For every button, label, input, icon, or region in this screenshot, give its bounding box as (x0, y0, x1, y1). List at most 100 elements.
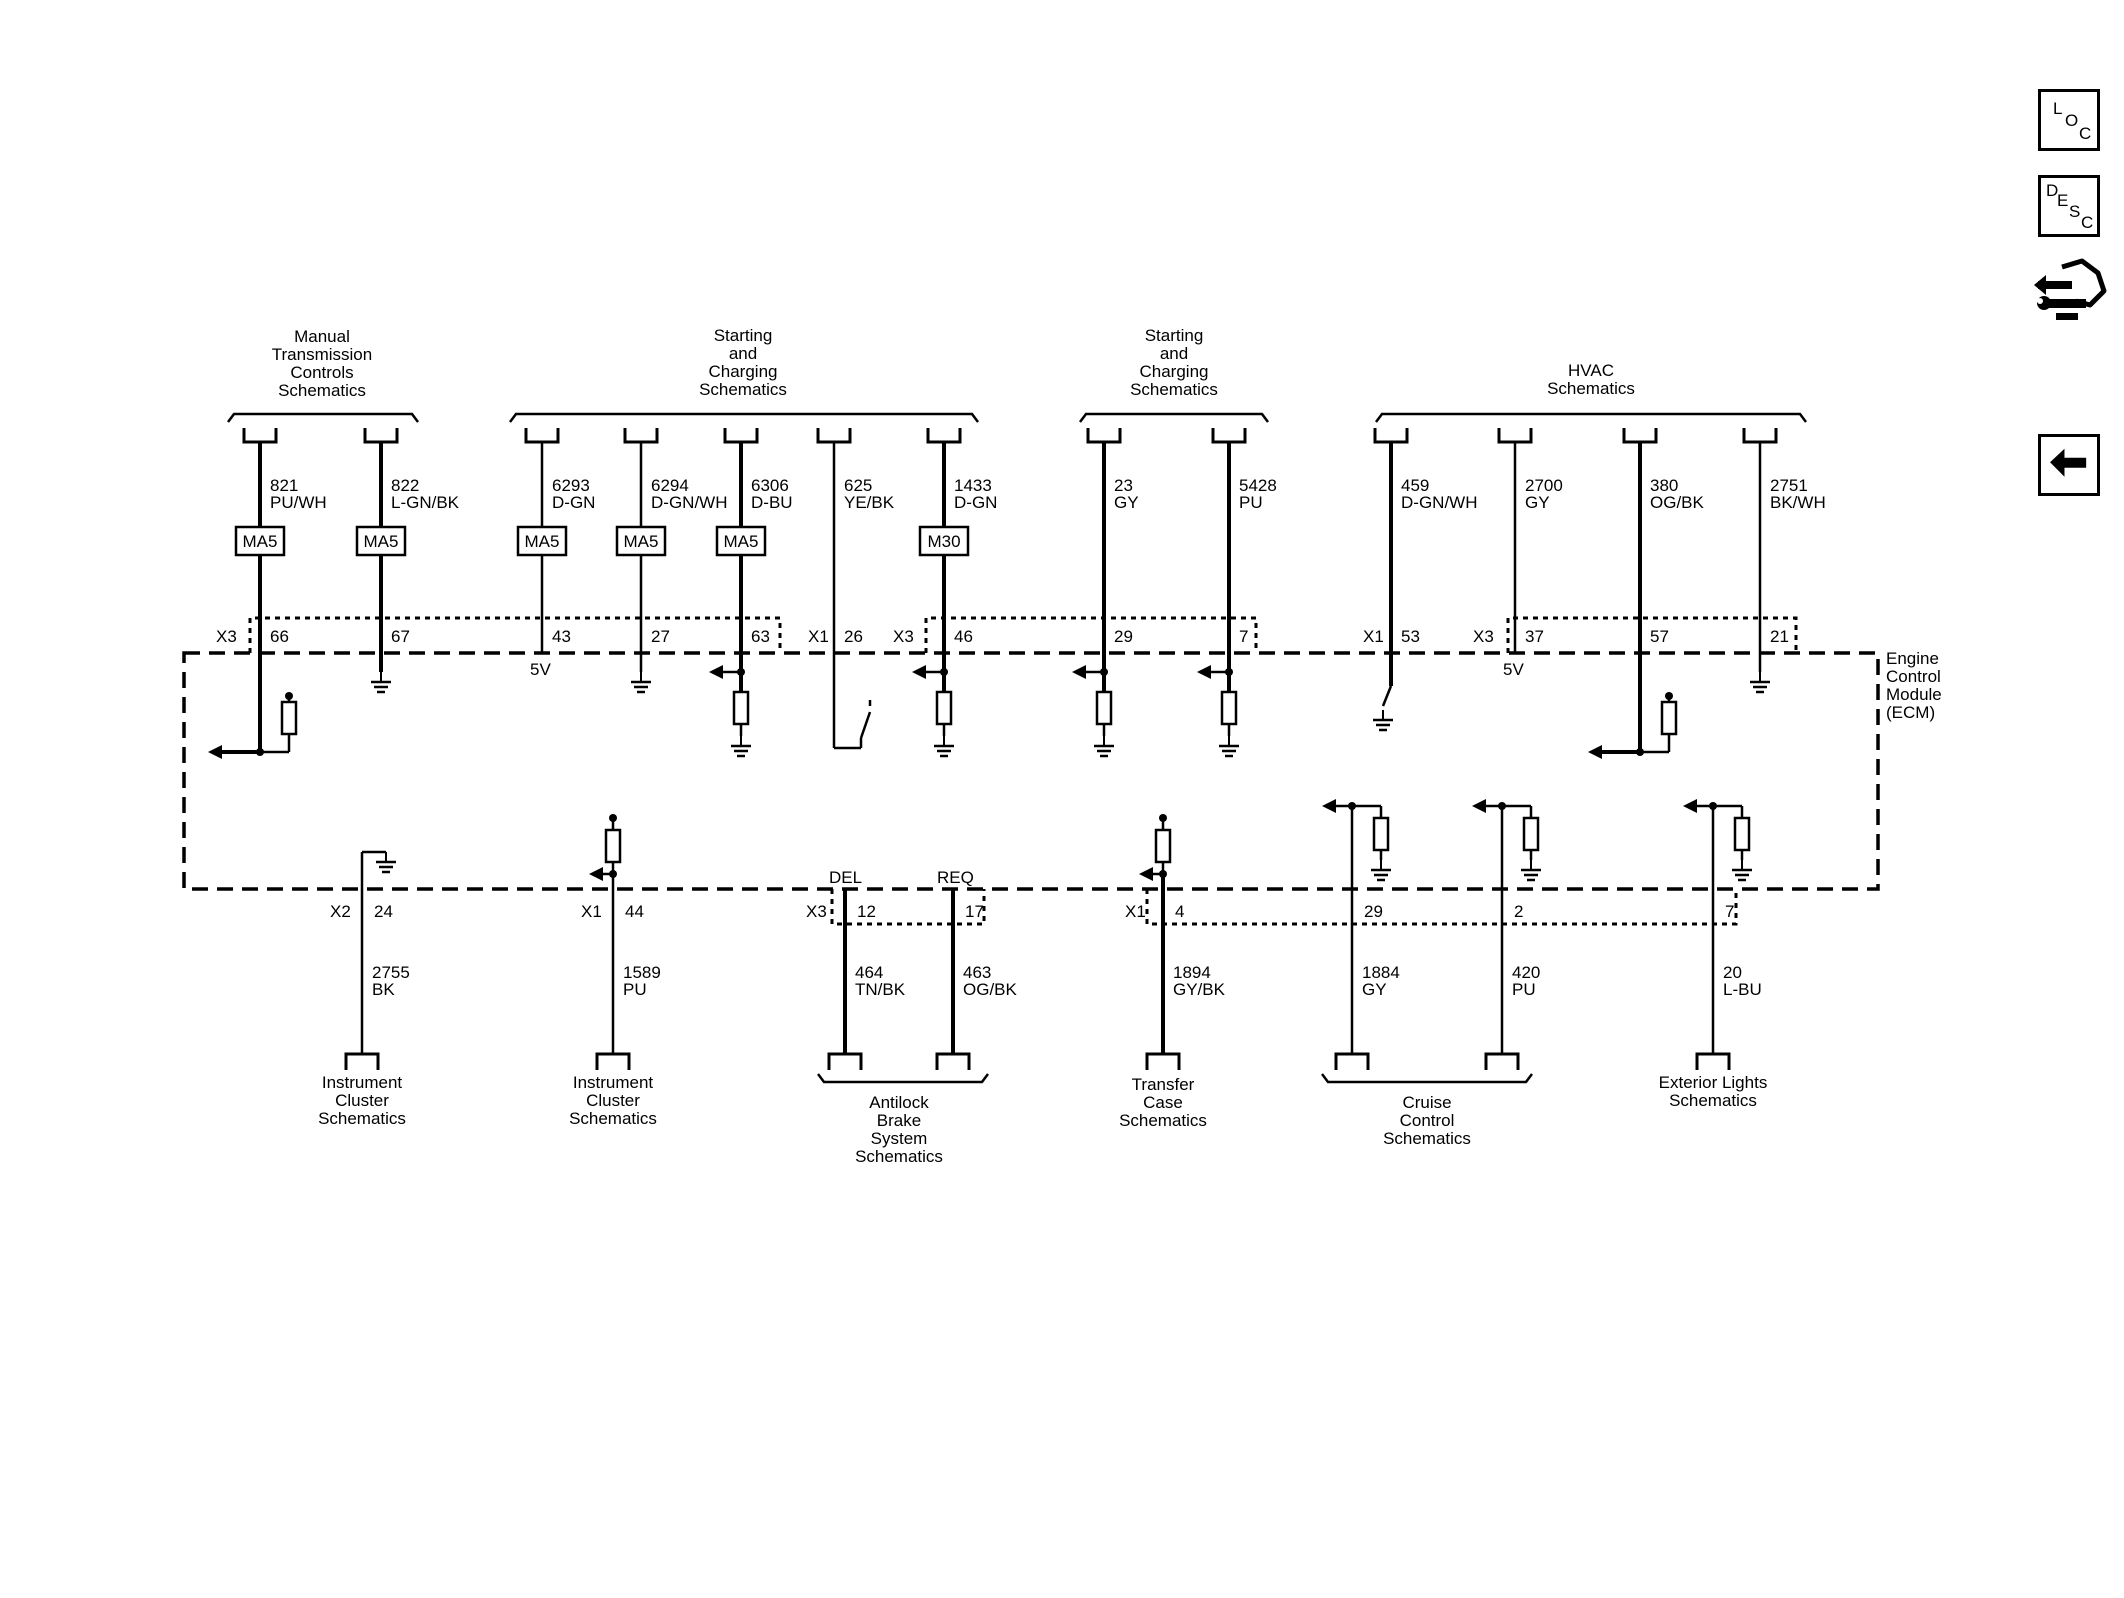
ecm-module-boundary (182, 651, 1880, 891)
signal-label: REQ (937, 868, 974, 887)
top-wire-color: D-GN/WH (1401, 493, 1477, 512)
internal-resistor (1095, 690, 1113, 726)
top-group-title-line: Charging (709, 362, 778, 381)
loc-letter-l: L (2053, 99, 2063, 118)
inline-connector-label: MA5 (624, 532, 659, 551)
bottom-group-brace-cruise (1321, 1073, 1533, 1084)
top-group-title-line: Charging (1140, 362, 1209, 381)
top-circuit-number: 2751 (1770, 476, 1808, 495)
bottom-group-title-line: Cluster (586, 1091, 640, 1110)
top-wire-color: D-GN/WH (651, 493, 727, 512)
top-circuit-number: 5428 (1239, 476, 1277, 495)
bottom-connector-id: X3 (806, 902, 827, 921)
connector-x1-shell-bottom (1145, 889, 1738, 926)
top-terminal (1622, 428, 1658, 444)
internal-resistor (935, 690, 953, 726)
internal-resistor (604, 828, 622, 864)
top-circuit-number: 6306 (751, 476, 789, 495)
top-circuit-number: 459 (1401, 476, 1429, 495)
bottom-group-title-line: Instrument (573, 1073, 654, 1092)
connector-x3-shell-bottom (830, 889, 986, 926)
bottom-circuit-number: 420 (1512, 963, 1540, 982)
bottom-group-title-line: Transfer (1132, 1075, 1195, 1094)
internal-arrow (1588, 745, 1602, 759)
bottom-terminal (344, 1052, 380, 1070)
internal-resistor (1660, 700, 1678, 736)
top-connector-id: X1 (1363, 627, 1384, 646)
bottom-terminal (827, 1052, 863, 1070)
bottom-connector-id: X2 (330, 902, 351, 921)
top-pin-number: 46 (954, 627, 973, 646)
bottom-wire-color: PU (1512, 980, 1536, 999)
top-circuit-number: 6294 (651, 476, 689, 495)
bottom-pin-number: 44 (625, 902, 644, 921)
top-group-title-line: Starting (714, 326, 773, 345)
top-terminal (1373, 428, 1409, 444)
bottom-wire-color: OG/BK (963, 980, 1018, 999)
inline-connector-label: M30 (927, 532, 960, 551)
inline-connector-label: MA5 (525, 532, 560, 551)
internal-arrow (1072, 665, 1086, 679)
supply-label: 5V (1503, 660, 1524, 679)
switch-contact (859, 711, 872, 739)
desc-letter-s: S (2069, 202, 2081, 221)
supply-dot (285, 692, 293, 700)
bottom-pin-number: 7 (1725, 902, 1734, 921)
internal-resistor (1733, 816, 1751, 852)
top-pin-number: 43 (552, 627, 571, 646)
connector-harness-icon (2034, 258, 2107, 320)
bottom-group-title-line: Brake (877, 1111, 921, 1130)
top-connector-id: X3 (1473, 627, 1494, 646)
top-wire-color: BK/WH (1770, 493, 1826, 512)
top-wire-color: PU (1239, 493, 1263, 512)
back-button[interactable] (2038, 434, 2100, 496)
description-view-button[interactable]: D E S C (2038, 175, 2100, 237)
bottom-terminal (1484, 1052, 1520, 1070)
bottom-group-title-line: Schematics (1669, 1091, 1757, 1110)
bottom-group-title-line: Schematics (1383, 1129, 1471, 1148)
arrow-left-icon (2050, 448, 2087, 477)
internal-resistor (1154, 828, 1172, 864)
internal-arrow (208, 745, 222, 759)
bottom-pin-number: 17 (965, 902, 984, 921)
bottom-group-title-line: Antilock (869, 1093, 929, 1112)
top-group-brace (1375, 412, 1807, 423)
top-circuit-number: 2700 (1525, 476, 1563, 495)
top-terminal (1497, 428, 1533, 444)
bottom-terminal (1145, 1052, 1181, 1070)
connector-harness-button[interactable] (2032, 255, 2108, 335)
top-terminal (524, 428, 560, 444)
top-pin-number: 53 (1401, 627, 1420, 646)
top-terminal (1211, 428, 1247, 444)
bottom-wire-color: PU (623, 980, 647, 999)
top-group-title-line: Controls (290, 363, 353, 382)
bottom-wire-color: TN/BK (855, 980, 906, 999)
top-pin-number: 63 (751, 627, 770, 646)
bottom-group-title-line: Schematics (855, 1147, 943, 1166)
inline-connector-box (715, 525, 767, 557)
top-wire-color: D-BU (751, 493, 793, 512)
bottom-circuit-number: 2755 (372, 963, 410, 982)
bottom-circuit-number: 1894 (1173, 963, 1211, 982)
internal-arrow (589, 867, 603, 881)
desc-letter-e: E (2057, 191, 2069, 210)
inline-connector-box (355, 525, 407, 557)
internal-resistor (280, 700, 298, 736)
connector-x3-shell-c (1506, 616, 1798, 653)
bottom-wire-color: GY (1362, 980, 1387, 999)
location-view-button[interactable]: L O C (2038, 89, 2100, 151)
top-wire-color: D-GN (954, 493, 997, 512)
bottom-circuit-number: 463 (963, 963, 991, 982)
inline-connector-label: MA5 (724, 532, 759, 551)
top-circuit-number: 822 (391, 476, 419, 495)
top-wire-color: L-GN/BK (391, 493, 460, 512)
bottom-terminal (1695, 1052, 1731, 1070)
bottom-pin-number: 29 (1364, 902, 1383, 921)
top-connector-id: X1 (808, 627, 829, 646)
top-pin-number: 66 (270, 627, 289, 646)
supply-label: 5V (530, 660, 551, 679)
internal-arrow (1472, 799, 1486, 813)
bottom-group-title-line: Case (1143, 1093, 1183, 1112)
